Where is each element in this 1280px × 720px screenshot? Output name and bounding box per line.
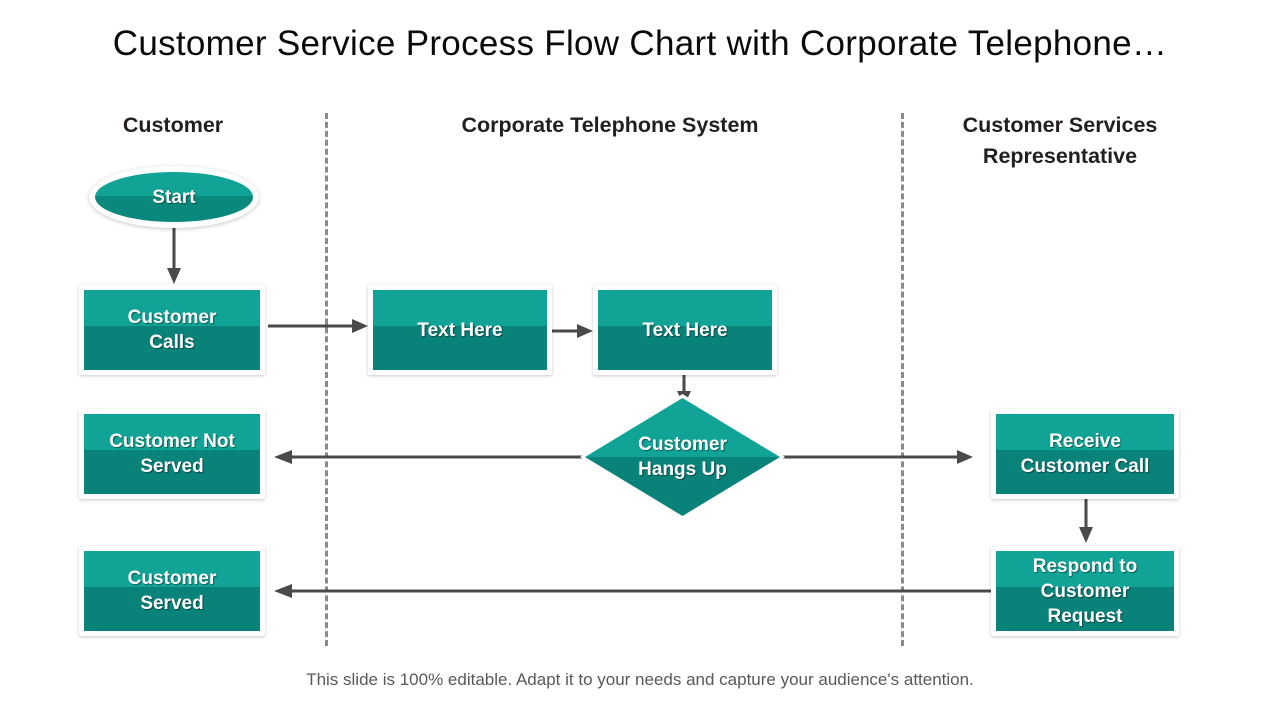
- text-line: Receive: [1049, 431, 1121, 452]
- node-start-label: Start: [152, 186, 196, 208]
- text-line: Customer: [127, 568, 217, 589]
- node-text-here-2-fill: Text Here: [598, 290, 772, 370]
- node-customer-hangs-up-label: Customer Hangs Up: [580, 394, 785, 520]
- text-line: Customer Not: [109, 431, 235, 452]
- node-customer-calls-fill: Customer Calls: [84, 290, 260, 370]
- text-line: Calls: [149, 332, 195, 353]
- node-respond-to-customer-request-fill: Respond to Customer Request: [996, 551, 1174, 631]
- lane-header-customer: Customer: [122, 113, 224, 137]
- node-customer-served-fill: Customer Served: [84, 551, 260, 631]
- connector-text-here-1-to-text-here-2: [552, 321, 595, 341]
- lane-divider-right: [901, 113, 904, 646]
- connector-decision-to-customer-not-served: [272, 447, 584, 467]
- node-customer-not-served-label: Customer Not Served: [103, 429, 241, 479]
- node-receive-customer-call-fill: Receive Customer Call: [996, 414, 1174, 494]
- node-respond-to-customer-request-label: Respond to Customer Request: [1027, 554, 1144, 629]
- text-line: Served: [140, 456, 204, 477]
- text-line: Served: [140, 593, 204, 614]
- node-customer-calls-label: Customer Calls: [122, 305, 223, 355]
- lane-header-representative: Customer Services Representative: [962, 113, 1158, 168]
- node-receive-customer-call-label: Receive Customer Call: [1015, 429, 1156, 479]
- node-customer-hangs-up[interactable]: Customer Hangs Up: [580, 394, 785, 520]
- connector-respond-to-customer-served: [272, 581, 994, 601]
- node-respond-to-customer-request[interactable]: Respond to Customer Request: [991, 546, 1179, 636]
- text-line: Customer: [638, 434, 727, 455]
- node-text-here-2-label: Text Here: [642, 319, 728, 341]
- text-line: Hangs Up: [638, 459, 727, 480]
- node-start[interactable]: Start: [89, 166, 259, 228]
- node-text-here-1-fill: Text Here: [373, 290, 547, 370]
- node-customer-calls[interactable]: Customer Calls: [79, 285, 265, 375]
- node-start-fill: Start: [95, 172, 253, 222]
- text-line: Customer: [127, 307, 217, 328]
- connector-receive-to-respond: [1076, 497, 1096, 545]
- node-text-here-1[interactable]: Text Here: [368, 285, 552, 375]
- node-text-here-2[interactable]: Text Here: [593, 285, 777, 375]
- text-line: Respond to: [1032, 555, 1138, 577]
- node-customer-served-label: Customer Served: [122, 566, 223, 616]
- node-receive-customer-call[interactable]: Receive Customer Call: [991, 409, 1179, 499]
- node-customer-not-served[interactable]: Customer Not Served: [79, 409, 265, 499]
- connector-start-to-customer-calls: [164, 222, 184, 286]
- text-line: Customer: [1040, 580, 1130, 602]
- lane-divider-left: [325, 113, 328, 646]
- node-customer-served[interactable]: Customer Served: [79, 546, 265, 636]
- page-title: Customer Service Process Flow Chart with…: [112, 24, 1168, 63]
- connector-decision-to-receive-call: [783, 447, 975, 467]
- lane-header-telephone: Corporate Telephone System: [461, 113, 759, 137]
- footer-note: This slide is 100% editable. Adapt it to…: [306, 670, 974, 689]
- text-line: Request: [1047, 605, 1123, 627]
- node-customer-not-served-fill: Customer Not Served: [84, 414, 260, 494]
- text-line: Customer Call: [1020, 456, 1150, 477]
- node-text-here-1-label: Text Here: [417, 319, 503, 341]
- connector-customer-calls-to-text-here-1: [268, 316, 370, 336]
